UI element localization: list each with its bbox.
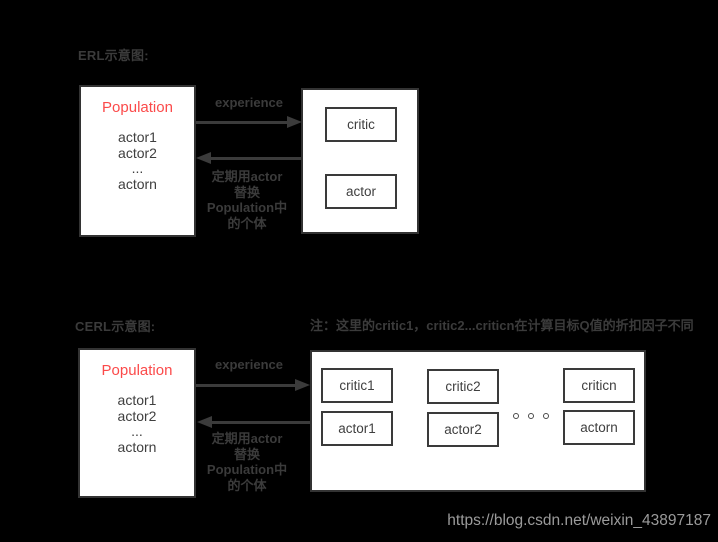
cerl-replace-note: 定期用actor 替换 Population中 的个体 (194, 431, 300, 493)
erl-population-title: Population (102, 99, 173, 116)
cerl-population-title: Population (101, 362, 173, 379)
erl-population-member: actorn (118, 175, 157, 192)
watermark-url: https://blog.csdn.net/weixin_43897187 (447, 512, 711, 529)
erl-actor-box: actor (325, 174, 397, 209)
cerl-experience-label: experience (215, 357, 283, 372)
erl-population-box: Population actor1 actor2 ... actorn (79, 85, 196, 237)
cerl-critic2-box: critic2 (427, 369, 499, 404)
cerl-replace-note-line: 的个体 (227, 477, 267, 493)
cerl-population-member: actor1 (117, 392, 157, 408)
cerl-population-box: Population actor1 actor2 ... actorn (78, 348, 196, 498)
erl-experience-label: experience (215, 95, 283, 110)
cerl-replace-arrow (211, 421, 310, 424)
ellipsis-dots-icon (513, 413, 549, 419)
cerl-actor2-box: actor2 (427, 412, 499, 447)
cerl-note: 注：这里的critic1，critic2...criticn在计算目标Q值的折扣… (310, 318, 694, 333)
cerl-section-title: CERL示意图: (75, 319, 156, 334)
cerl-actor1-box: actor1 (321, 411, 393, 446)
erl-replace-note-line: 定期用actor (211, 169, 283, 184)
cerl-replace-note-line: 替换 (233, 446, 260, 462)
erl-replace-arrow (210, 157, 301, 160)
erl-experience-arrow (196, 121, 288, 124)
erl-critic-box: critic (325, 107, 397, 142)
cerl-actorn-box: actorn (563, 410, 635, 445)
cerl-replace-note-line: 定期用actor (211, 431, 283, 446)
cerl-population-member: ... (131, 423, 143, 439)
erl-replace-arrowhead-icon (196, 152, 211, 164)
cerl-agent-box: critic1 actor1 critic2 actor2 criticn ac… (310, 350, 646, 492)
erl-experience-arrowhead-icon (287, 116, 302, 128)
erl-replace-note-line: Population中 (206, 200, 288, 215)
cerl-experience-arrow (196, 384, 296, 387)
cerl-experience-arrowhead-icon (295, 379, 310, 391)
cerl-replace-arrowhead-icon (197, 416, 212, 428)
erl-agent-box: critic actor (301, 88, 419, 234)
cerl-replace-note-line: Population中 (206, 462, 288, 477)
erl-replace-note-line: 的个体 (227, 215, 267, 231)
erl-replace-note: 定期用actor 替换 Population中 的个体 (194, 169, 300, 231)
erl-population-member: actor1 (118, 129, 157, 145)
cerl-criticn-box: criticn (563, 368, 635, 403)
cerl-critic1-box: critic1 (321, 368, 393, 403)
erl-replace-note-line: 替换 (233, 184, 260, 200)
erl-population-member: ... (131, 160, 144, 176)
cerl-population-member: actor2 (117, 407, 157, 424)
erl-population-member: actor2 (118, 144, 157, 161)
cerl-population-member: actorn (117, 438, 157, 455)
erl-section-title: ERL示意图: (78, 48, 149, 63)
